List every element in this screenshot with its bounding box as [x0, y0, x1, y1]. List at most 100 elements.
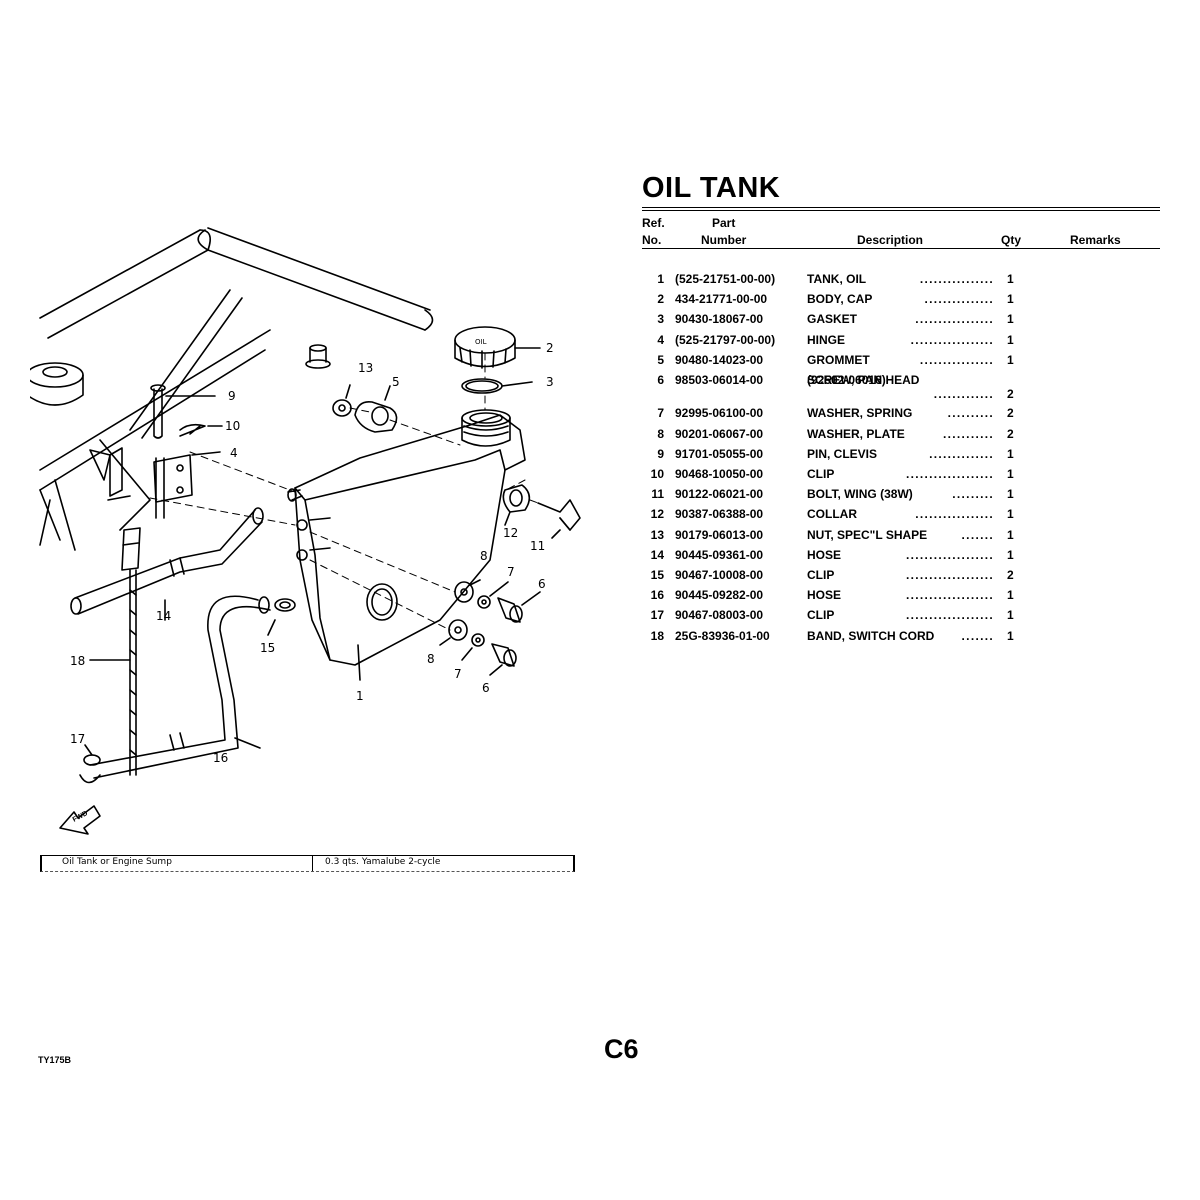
description-text: GROMMET: [807, 352, 870, 367]
header-ref-top: Ref.: [642, 216, 665, 230]
cap-oil-text: OIL: [475, 338, 487, 346]
ref-number: 8: [657, 426, 664, 441]
part-description: WASHER, SPRING..........: [807, 406, 994, 420]
part-description: COLLAR.................: [807, 507, 994, 521]
callout-13: 13: [358, 361, 373, 375]
clip-15: [267, 598, 296, 636]
part-description: GROMMET................: [807, 353, 994, 367]
capacity-value: 0.3 qts. Yamalube 2-cycle: [325, 857, 441, 867]
description-text: GASKET: [807, 312, 858, 327]
dot-leader: .................: [915, 507, 994, 522]
callout-2: 2: [546, 341, 554, 355]
fwd-arrow: FWD: [59, 805, 101, 835]
part-number: 98503-06014-00: [675, 372, 764, 387]
model-code: TY175B: [38, 1055, 72, 1065]
quantity: 1: [1007, 588, 1014, 603]
description-text: COLLAR: [807, 507, 857, 522]
description-text: SCREW, PAN HEAD: [807, 372, 920, 387]
quantity: 1: [1007, 292, 1014, 307]
part-number: 90122-06021-00: [675, 487, 764, 502]
band-switch-cord: [89, 527, 141, 776]
callout-6-lower: 6: [482, 681, 490, 695]
collar-and-wing-bolt: [502, 484, 581, 539]
callout-14: 14: [156, 609, 171, 623]
quantity: 1: [1007, 527, 1014, 542]
callout-6-upper: 6: [538, 577, 546, 591]
quantity: 2: [1007, 386, 1014, 401]
header-description: Description: [857, 233, 924, 247]
part-number: (525-21797-00-00): [675, 332, 776, 347]
ref-number: 17: [650, 608, 664, 623]
quantity: 1: [1007, 507, 1014, 522]
ref-number: 12: [650, 507, 664, 522]
description-text: BOLT, WING (38W): [807, 487, 913, 502]
ref-number: 4: [657, 332, 664, 347]
part-number: 90430-18067-00: [675, 312, 764, 327]
callout-7-lower: 7: [454, 667, 462, 681]
ref-number: 10: [650, 467, 664, 481]
oil-tank-body: [287, 414, 526, 681]
table-row: 1(525-21751-00-00)TANK, OIL.............…: [642, 272, 1160, 292]
part-number: 90467-10008-00: [675, 567, 764, 582]
dot-leader: .................: [915, 312, 994, 327]
part-description: NUT, SPEC"L SHAPE.......: [807, 528, 994, 542]
part-description: HINGE..................: [807, 333, 994, 347]
dot-leader: ...................: [905, 547, 994, 562]
quantity: 1: [1007, 608, 1014, 623]
hinge: [107, 447, 221, 519]
callout-11: 11: [530, 539, 545, 553]
part-description: GASKET.................: [807, 312, 994, 326]
oil-cap: OIL: [454, 326, 541, 369]
clip-10: [179, 423, 223, 437]
part-number: 25G-83936-01-00: [675, 628, 770, 643]
callout-3: 3: [546, 375, 554, 389]
description-text: HOSE: [807, 547, 842, 562]
parts-table-body: 1(525-21751-00-00)TANK, OIL.............…: [642, 272, 1160, 649]
oil-tank-exploded-view: OIL: [30, 227, 581, 835]
description-text: WASHER, SPRING: [807, 406, 913, 421]
description-text: HINGE: [807, 332, 846, 347]
ref-number: 15: [650, 567, 664, 582]
frame-tubes: [39, 227, 434, 551]
part-description: TANK, OIL................: [807, 272, 994, 286]
part-description: SCREW, PAN HEAD(92502-06016)............…: [807, 372, 994, 401]
alt-part-number: (92502-06016): [807, 372, 886, 387]
part-number: 434-21771-00-00: [675, 292, 768, 307]
quantity: 2: [1007, 426, 1014, 441]
description-text: HOSE: [807, 588, 842, 603]
page-code: C6: [604, 1034, 639, 1064]
quantity: 1: [1007, 272, 1014, 286]
exploded-parts-diagram: OIL: [30, 200, 600, 850]
header-part-top: Part: [712, 216, 736, 230]
quantity: 1: [1007, 487, 1014, 502]
header-remarks: Remarks: [1070, 233, 1121, 247]
dot-leader: ...............: [924, 292, 994, 307]
callout-1: 1: [356, 689, 364, 703]
part-description: BODY, CAP...............: [807, 292, 994, 306]
ref-number: 16: [650, 588, 664, 603]
description-text: BAND, SWITCH CORD: [807, 628, 935, 643]
description-text: CLIP: [807, 608, 835, 623]
part-number: 90179-06013-00: [675, 527, 764, 542]
ref-number: 5: [657, 352, 664, 367]
ref-number: 2: [657, 292, 664, 307]
ref-number: 6: [657, 372, 664, 387]
clevis-pin: [150, 384, 216, 439]
part-description: CLIP...................: [807, 568, 994, 582]
clip-17: [79, 744, 101, 784]
dot-leader: ..................: [910, 332, 994, 347]
hose-16: [89, 595, 271, 779]
part-number: 90445-09361-00: [675, 547, 764, 562]
filler-neck: [461, 409, 511, 447]
table-row: 4 (525-21797-00-00) HINGE.................…: [642, 333, 1160, 353]
ref-number: 18: [650, 628, 664, 643]
dot-leader: ...................: [905, 567, 994, 582]
